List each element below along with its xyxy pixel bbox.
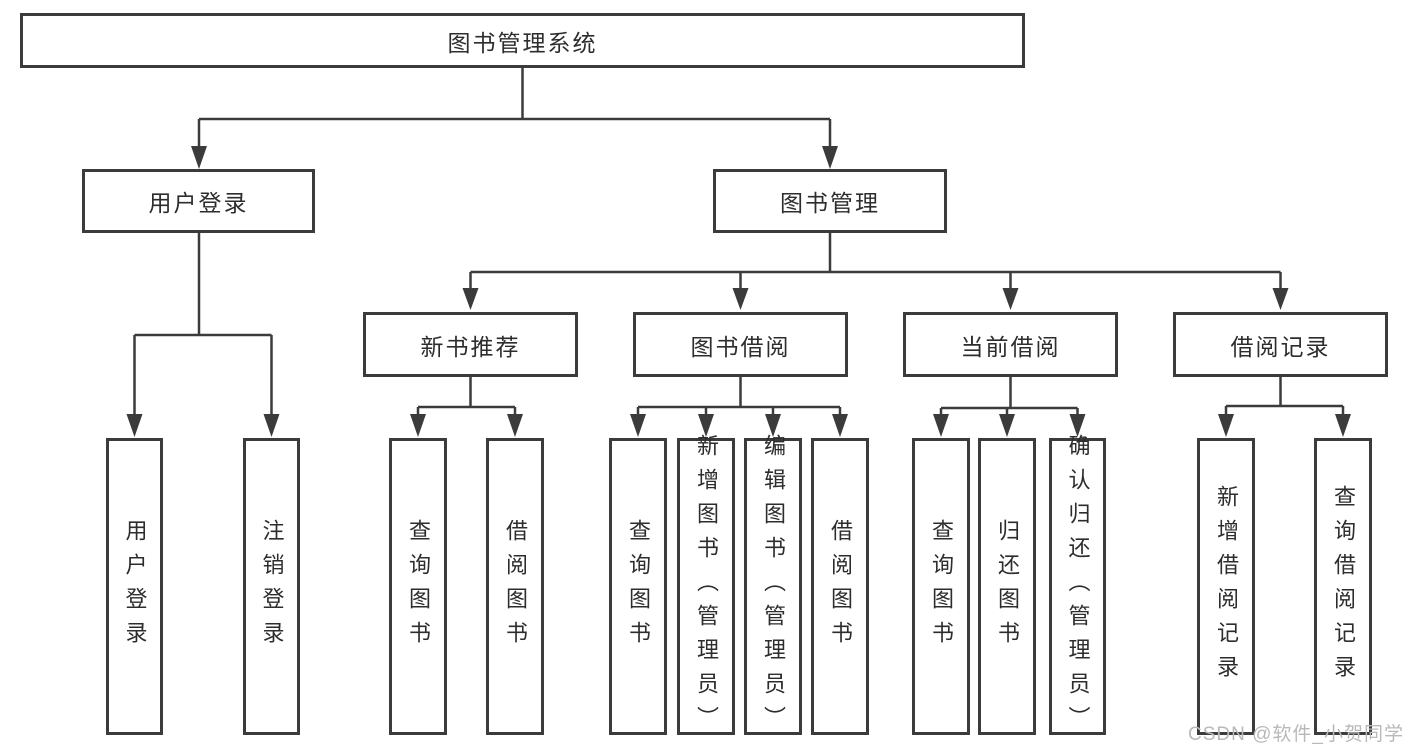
node-current-borrow: 当前借阅 bbox=[903, 312, 1118, 377]
csdn-watermark: CSDN @软件_小贺同学 bbox=[1188, 724, 1404, 745]
node-user-login: 用户登录 bbox=[82, 169, 315, 233]
leaf-query-books-borrow: 查询图书 bbox=[609, 438, 667, 735]
node-book-borrow-label: 图书借阅 bbox=[690, 333, 791, 360]
leaf-query-books-current: 查询图书 bbox=[912, 438, 970, 735]
node-root-system-label: 图书管理系统 bbox=[447, 29, 598, 56]
leaf-add-books-admin-label: 新增图书（管理员） bbox=[694, 433, 719, 740]
node-borrow-records: 借阅记录 bbox=[1173, 312, 1388, 377]
leaf-logout-label: 注销登录 bbox=[259, 518, 285, 655]
arrowhead-icons bbox=[126, 146, 1351, 437]
node-book-management: 图书管理 bbox=[713, 169, 947, 233]
leaf-add-borrow-record: 新增借阅记录 bbox=[1197, 438, 1255, 735]
leaf-add-borrow-record-label: 新增借阅记录 bbox=[1214, 484, 1239, 689]
node-borrow-records-label: 借阅记录 bbox=[1230, 333, 1331, 360]
leaf-borrow-books-label: 借阅图书 bbox=[828, 518, 853, 655]
leaf-user-login: 用户登录 bbox=[106, 438, 163, 735]
node-root-system: 图书管理系统 bbox=[20, 13, 1025, 68]
leaf-query-books-recommend-label: 查询图书 bbox=[406, 518, 431, 655]
leaf-user-login-label: 用户登录 bbox=[122, 518, 148, 655]
leaf-edit-books-admin-label: 编辑图书（管理员） bbox=[761, 433, 786, 740]
leaf-query-books-recommend: 查询图书 bbox=[389, 438, 447, 735]
node-book-borrow: 图书借阅 bbox=[633, 312, 848, 377]
node-user-login-label: 用户登录 bbox=[148, 190, 249, 216]
leaf-add-books-admin: 新增图书（管理员） bbox=[677, 434, 735, 740]
leaf-query-borrow-record: 查询借阅记录 bbox=[1314, 438, 1372, 735]
leaf-return-books-label: 归还图书 bbox=[995, 518, 1020, 655]
leaf-borrow-books: 借阅图书 bbox=[811, 438, 869, 735]
node-book-management-label: 图书管理 bbox=[780, 190, 880, 216]
node-current-borrow-label: 当前借阅 bbox=[960, 333, 1061, 360]
leaf-query-books-borrow-label: 查询图书 bbox=[626, 518, 651, 655]
leaf-confirm-return-admin: 确认归还（管理员） bbox=[1049, 434, 1106, 740]
leaf-logout: 注销登录 bbox=[243, 438, 300, 735]
leaf-edit-books-admin: 编辑图书（管理员） bbox=[744, 434, 802, 740]
leaf-query-borrow-record-label: 查询借阅记录 bbox=[1331, 484, 1356, 689]
leaf-query-books-current-label: 查询图书 bbox=[929, 518, 954, 655]
leaf-return-books: 归还图书 bbox=[978, 438, 1036, 735]
node-new-book-recommend: 新书推荐 bbox=[363, 312, 578, 377]
leaf-borrow-books-recommend: 借阅图书 bbox=[486, 438, 544, 735]
leaf-borrow-books-recommend-label: 借阅图书 bbox=[503, 518, 528, 655]
leaf-confirm-return-admin-label: 确认归还（管理员） bbox=[1065, 433, 1091, 740]
node-new-book-recommend-label: 新书推荐 bbox=[420, 333, 521, 360]
